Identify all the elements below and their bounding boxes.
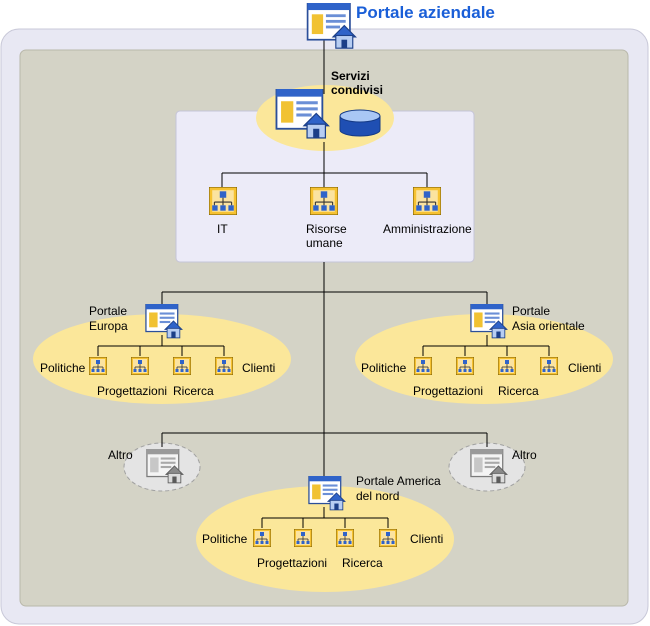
department-hr-label-2: umane xyxy=(306,236,343,250)
europe-portal-label-2: Europa xyxy=(89,319,128,333)
europe-portal-icon xyxy=(145,304,183,339)
shared-services-label-1: Servizi xyxy=(331,69,370,83)
europe-research-label: Ricerca xyxy=(173,384,214,398)
asia-portal-label-2: Asia orientale xyxy=(512,319,585,333)
america-policies-label: Politiche xyxy=(202,532,248,546)
asia-research-label: Ricerca xyxy=(498,384,539,398)
department-admin-label: Amministrazione xyxy=(383,222,472,236)
department-admin-icon xyxy=(413,187,441,215)
other-right-label: Altro xyxy=(512,448,537,462)
enterprise-portal-icon xyxy=(306,3,357,50)
other-right-portal-icon xyxy=(470,449,508,484)
europe-policies-label: Politiche xyxy=(40,361,86,375)
shared-services-portal-icon xyxy=(275,89,330,139)
asia-designs-label: Progettazioni xyxy=(413,384,484,398)
asia-clients-icon xyxy=(540,357,558,375)
europe-clients-icon xyxy=(215,357,233,375)
america-clients-label: Clienti xyxy=(410,532,444,546)
europe-policies-icon xyxy=(89,357,107,375)
asia-clients-label: Clienti xyxy=(568,361,602,375)
america-portal-label-1: Portale America xyxy=(356,474,441,488)
page-title: Portale aziendale xyxy=(356,3,495,22)
america-clients-icon xyxy=(379,529,397,547)
asia-policies-label: Politiche xyxy=(361,361,407,375)
asia-research-icon xyxy=(498,357,516,375)
europe-clients-label: Clienti xyxy=(242,361,276,375)
europe-designs-icon xyxy=(131,357,149,375)
america-research-icon xyxy=(336,529,354,547)
america-research-label: Ricerca xyxy=(342,556,383,570)
europe-portal-label-1: Portale xyxy=(89,304,128,318)
america-designs-icon xyxy=(294,529,312,547)
north-america-portal-icon xyxy=(308,476,346,511)
asia-portal-label-1: Portale xyxy=(512,304,551,318)
america-policies-icon xyxy=(253,529,271,547)
asia-portal-icon xyxy=(470,304,508,339)
other-left-label: Altro xyxy=(108,448,133,462)
asia-designs-icon xyxy=(456,357,474,375)
europe-designs-label: Progettazioni xyxy=(97,384,168,398)
america-designs-label: Progettazioni xyxy=(257,556,328,570)
europe-research-icon xyxy=(173,357,191,375)
department-hr-label-1: Risorse xyxy=(306,222,347,236)
database-icon xyxy=(339,109,381,137)
asia-policies-icon xyxy=(414,357,432,375)
other-left-portal-icon xyxy=(146,449,184,484)
department-it-label: IT xyxy=(217,222,228,236)
department-hr-icon xyxy=(310,187,338,215)
shared-services-label-2: condivisi xyxy=(331,83,384,97)
america-portal-label-2: del nord xyxy=(356,489,400,503)
department-it-icon xyxy=(209,187,237,215)
